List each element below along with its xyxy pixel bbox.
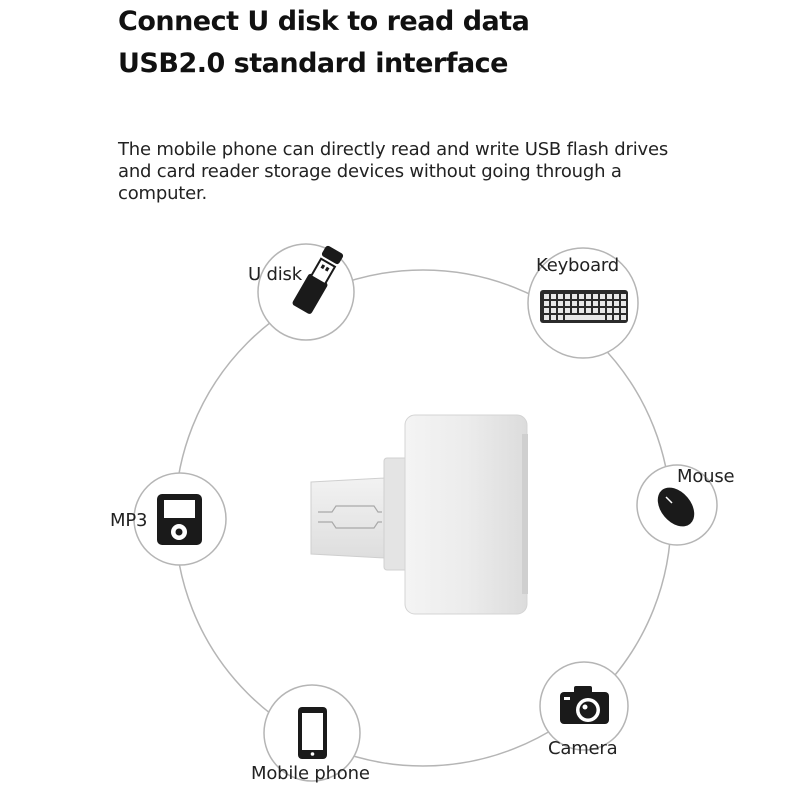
camera-label: Camera [548,738,618,759]
mobile-phone-icon [298,707,327,759]
otg-adapter-icon [310,414,528,615]
description-line-2: and card reader storage devices without … [118,161,622,182]
headline-subtitle: USB2.0 standard interface [118,48,508,79]
usb-flash-drive-icon [292,245,344,314]
keyboard-label: Keyboard [536,255,620,276]
camera-icon [560,686,609,724]
mp3-label: MP3 [110,510,148,531]
mp3-player-icon [157,494,202,545]
mouse-label: Mouse [677,466,735,487]
udisk-label: U disk [248,264,302,285]
description-line-3: computer. [118,183,208,204]
headline-title: Connect U disk to read data [118,6,530,37]
mobile-phone-label: Mobile phone [251,763,370,784]
description: The mobile phone can directly read and w… [118,139,718,205]
keyboard-icon [540,290,628,323]
description-line-1: The mobile phone can directly read and w… [118,139,669,160]
mouse-icon [657,487,695,527]
